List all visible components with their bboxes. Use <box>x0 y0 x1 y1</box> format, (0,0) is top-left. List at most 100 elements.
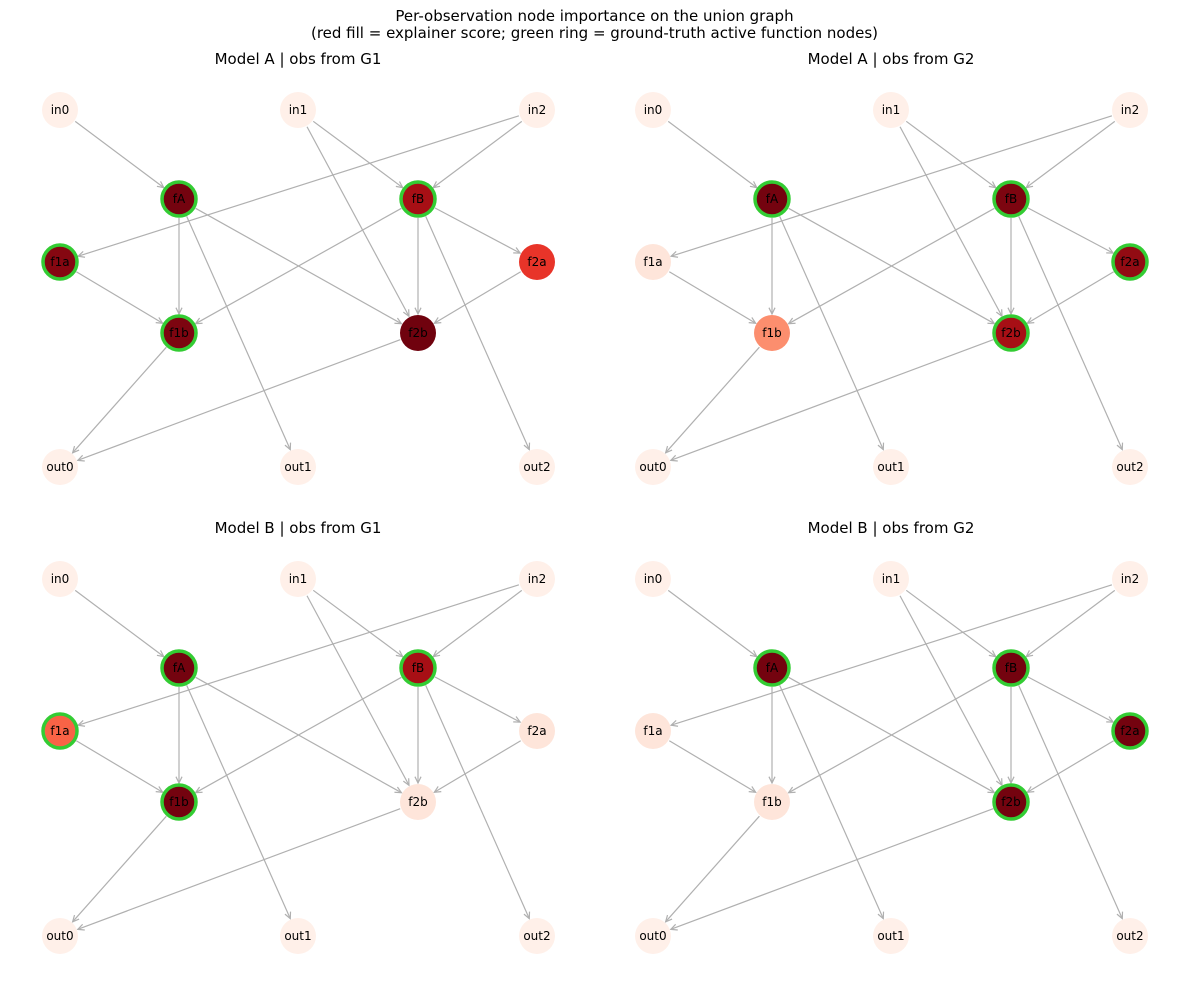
node-label-in1: in1 <box>882 572 901 586</box>
node-circle-out1 <box>873 449 909 485</box>
node-circle-f1b <box>161 784 197 820</box>
node-label-out1: out1 <box>877 460 904 474</box>
edge-fA-f1b <box>175 218 183 316</box>
node-circle-in0 <box>42 92 78 128</box>
edge-in1-fB <box>905 589 997 658</box>
node-label-f1b: f1b <box>762 795 781 809</box>
edge-fA-out1 <box>779 685 885 920</box>
active-ring-f1a <box>41 243 79 281</box>
edge-in2-f1a <box>76 115 520 258</box>
node-circle-f2a <box>1112 244 1148 280</box>
node-in1: in1 <box>873 561 909 597</box>
edge-fB-f2b <box>1007 687 1015 785</box>
node-label-in2: in2 <box>1121 103 1140 117</box>
node-circle-f1a <box>635 244 671 280</box>
node-circle-out1 <box>873 918 909 954</box>
node-label-in0: in0 <box>51 103 70 117</box>
node-label-out2: out2 <box>1116 460 1143 474</box>
node-circle-fA <box>754 650 790 686</box>
edge-f2b-out0 <box>76 808 401 931</box>
active-ring-f2b <box>992 314 1030 352</box>
figure-subtitle: (red fill = explainer score; green ring … <box>310 24 879 42</box>
edge-fB-f1b <box>787 676 995 794</box>
node-out1: out1 <box>873 918 909 954</box>
edge-in2-fB <box>1025 120 1116 189</box>
node-out1: out1 <box>873 449 909 485</box>
edge-f2b-out0 <box>669 339 994 462</box>
edge-fB-f2a <box>434 207 522 254</box>
node-circle-out2 <box>519 918 555 954</box>
panel-title-model-b-g2: Model B | obs from G2 <box>807 519 975 537</box>
edge-f2b-out0 <box>76 339 401 462</box>
node-circle-out2 <box>1112 918 1148 954</box>
edge-fA-out1 <box>186 216 292 451</box>
node-in1: in1 <box>873 92 909 128</box>
node-circle-f1b <box>754 315 790 351</box>
node-circle-f1b <box>161 315 197 351</box>
node-out2: out2 <box>1112 918 1148 954</box>
node-label-fB: fB <box>412 661 424 675</box>
active-ring-fB <box>399 649 437 687</box>
node-f2a: f2a <box>519 713 555 749</box>
node-fB: fB <box>992 649 1030 687</box>
edge-in0-fA <box>74 120 165 189</box>
node-circle-in1 <box>873 561 909 597</box>
node-label-in1: in1 <box>289 572 308 586</box>
node-out1: out1 <box>280 918 316 954</box>
node-label-fB: fB <box>1005 192 1017 206</box>
node-out0: out0 <box>42 918 78 954</box>
edge-f1b-out0 <box>71 815 167 923</box>
node-circle-fB <box>993 650 1029 686</box>
node-in2: in2 <box>519 92 555 128</box>
node-in0: in0 <box>42 561 78 597</box>
edge-in1-f2b <box>306 595 410 787</box>
node-f1a: f1a <box>635 244 671 280</box>
node-out2: out2 <box>519 918 555 954</box>
node-label-in0: in0 <box>644 103 663 117</box>
edge-fA-f1b <box>175 687 183 785</box>
edge-in2-fB <box>432 120 523 189</box>
node-label-out0: out0 <box>46 929 73 943</box>
node-circle-in2 <box>1112 92 1148 128</box>
edge-f2a-f2b <box>1026 740 1114 793</box>
node-circle-out0 <box>635 918 671 954</box>
node-f2a: f2a <box>519 244 555 280</box>
node-label-out1: out1 <box>284 929 311 943</box>
edge-fA-out1 <box>186 685 292 920</box>
edge-f1a-f1b <box>669 271 757 324</box>
node-label-f2a: f2a <box>527 724 546 738</box>
node-label-f1b: f1b <box>169 326 188 340</box>
edge-fB-f2b <box>414 687 422 785</box>
node-circle-out0 <box>42 449 78 485</box>
node-circle-out2 <box>1112 449 1148 485</box>
edge-fA-out1 <box>779 216 885 451</box>
edge-fB-f2a <box>1027 207 1115 254</box>
node-circle-in2 <box>1112 561 1148 597</box>
edge-in1-f2b <box>899 126 1003 318</box>
edge-in1-f2b <box>899 595 1003 787</box>
node-label-in2: in2 <box>1121 572 1140 586</box>
node-label-fA: fA <box>766 192 779 206</box>
node-in0: in0 <box>635 561 671 597</box>
edge-fA-f1b <box>768 218 776 316</box>
node-circle-in1 <box>873 92 909 128</box>
node-circle-f2b <box>400 315 436 351</box>
edge-f1a-f1b <box>76 271 164 324</box>
node-f2b: f2b <box>992 783 1030 821</box>
node-circle-in1 <box>280 561 316 597</box>
edge-fB-f2b <box>1007 218 1015 316</box>
node-f1a: f1a <box>41 243 79 281</box>
edge-f1a-f1b <box>669 740 757 793</box>
node-label-fA: fA <box>173 661 186 675</box>
node-out0: out0 <box>635 449 671 485</box>
node-label-out2: out2 <box>523 460 550 474</box>
node-circle-fB <box>400 650 436 686</box>
edge-fA-f1b <box>768 687 776 785</box>
node-in1: in1 <box>280 561 316 597</box>
node-f1a: f1a <box>41 712 79 750</box>
node-fB: fB <box>399 649 437 687</box>
node-label-f2a: f2a <box>527 255 546 269</box>
edge-f2a-f2b <box>433 740 521 793</box>
active-ring-f2a <box>1111 243 1149 281</box>
